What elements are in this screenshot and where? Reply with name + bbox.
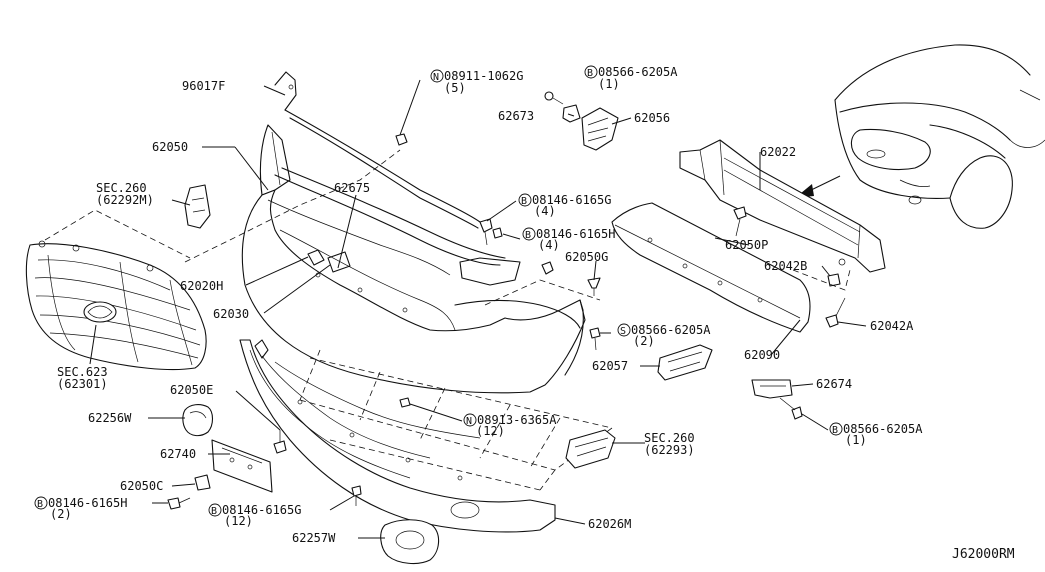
qty-08913: (12) <box>476 424 505 438</box>
callout-bolt-08146-bottom: B 08146-6165G (12) <box>208 503 301 528</box>
callout-screw-08566: S 08566-6205A (2) <box>617 323 711 348</box>
label-08566-6205A-top: 08566-6205A <box>598 65 678 79</box>
label-08146-6165G-bottom: 08146-6165G <box>222 503 301 517</box>
label-08566-6205A-right: 08566-6205A <box>843 422 923 436</box>
bracket-62057 <box>657 344 713 381</box>
label-sec260-b: SEC.260 <box>644 431 695 445</box>
part-labels: 96017F 62050 SEC.260 (62292M) 62675 6202… <box>34 65 1015 562</box>
leader-lines <box>89 79 867 539</box>
label-62674: 62674 <box>816 377 852 391</box>
nut-marker: N <box>433 72 439 83</box>
label-sec623: SEC.623 <box>57 365 108 379</box>
nut-08913 <box>399 397 411 408</box>
clip-62050G <box>587 277 601 296</box>
finisher-62257W <box>380 519 440 565</box>
label-sec260-a: SEC.260 <box>96 181 147 195</box>
label-08913-6365A: 08913-6365A <box>477 413 557 427</box>
screw-marker: S <box>620 326 626 337</box>
label-62022: 62022 <box>760 145 796 159</box>
label-62056: 62056 <box>634 111 670 125</box>
energy-absorber-62090 <box>611 202 811 333</box>
label-62257W: 62257W <box>292 531 336 545</box>
callout-bolt-08146-mid1: B 08146-6165G (4) <box>518 193 611 218</box>
finisher-62256W <box>182 404 214 437</box>
label-62050E: 62050E <box>170 383 213 397</box>
bolt-08146-center <box>479 218 554 275</box>
label-62256W: 62256W <box>88 411 132 425</box>
bolt-marker: B <box>525 230 531 241</box>
qty-08566-mid: (2) <box>633 334 655 348</box>
label-62090: 62090 <box>744 348 780 362</box>
qty-08566-right: (1) <box>845 433 867 447</box>
bolt-marker: B <box>587 68 593 79</box>
label-62050P: 62050P <box>725 238 768 252</box>
label-08911-1062G: 08911-1062G <box>444 69 523 83</box>
callout-bolt-08146-mid2: B 08146-6165H (4) <box>522 227 615 252</box>
label-62740: 62740 <box>160 447 196 461</box>
label-96017F: 96017F <box>182 79 225 93</box>
screw-08566 <box>589 327 601 351</box>
bolt-08566-right <box>779 397 803 420</box>
callout-bolt-08146-left: B 08146-6165H (2) <box>34 496 127 521</box>
clip-62050E <box>273 430 287 454</box>
label-08146-6165H-left: 08146-6165H <box>48 496 127 510</box>
bolt-marker: B <box>37 499 43 510</box>
bracket-62293 <box>565 429 616 469</box>
qty-08146-mid1: (4) <box>534 204 556 218</box>
label-62050C: 62050C <box>120 479 163 493</box>
bracket-62056 <box>581 107 619 151</box>
label-62673: 62673 <box>498 109 534 123</box>
diagram-id: J62000RM <box>952 547 1015 562</box>
bolt-62042A <box>825 297 846 328</box>
clip-62050C <box>194 474 211 491</box>
qty-08146-mid2: (4) <box>538 238 560 252</box>
label-62020H: 62020H <box>180 279 223 293</box>
callout-nut-08913: N 08913-6365A (12) <box>463 413 557 438</box>
callout-bolt-08566-right: B 08566-6205A (1) <box>829 422 923 447</box>
label-62050: 62050 <box>152 140 188 154</box>
clip-62673 <box>544 91 581 123</box>
retainer-96017F <box>274 71 481 229</box>
label-08146-6165G-mid: 08146-6165G <box>532 193 611 207</box>
label-62026M: 62026M <box>588 517 631 531</box>
nut-62042B <box>827 273 841 287</box>
qty-08911: (5) <box>444 81 466 95</box>
nut-08911 <box>395 133 408 146</box>
bolt-08146-left <box>167 497 191 510</box>
qty-08566-top: (1) <box>598 77 620 91</box>
label-08146-6165H-mid: 08146-6165H <box>536 227 615 241</box>
bracket-62674 <box>751 379 793 399</box>
label-62042B: 62042B <box>764 259 807 273</box>
label-62042A: 62042A <box>870 319 914 333</box>
grille-62301 <box>25 240 207 371</box>
label-62675: 62675 <box>334 181 370 195</box>
vehicle-front-view <box>834 44 1045 229</box>
label-sec623-sub: (62301) <box>57 377 108 391</box>
label-08566-6205A-mid: 08566-6205A <box>631 323 711 337</box>
label-62050G: 62050G <box>565 250 608 264</box>
qty-08146-bottom: (12) <box>224 514 253 528</box>
callout-bolt-08566-top: B 08566-6205A (1) <box>584 65 678 91</box>
bolt-marker: B <box>211 506 217 517</box>
plate-62740 <box>211 439 273 493</box>
bolt-marker: B <box>521 196 527 207</box>
callout-nut-08911: N 08911-1062G (5) <box>430 69 523 95</box>
lower-bumper-62026M <box>239 339 556 533</box>
nut-marker: N <box>466 416 472 427</box>
bumper-fascia-62050 <box>241 124 586 394</box>
bolt-marker: B <box>832 425 838 436</box>
label-sec260-b-sub: (62293) <box>644 443 695 457</box>
label-sec260-a-sub: (62292M) <box>96 193 154 207</box>
bracket-62292M <box>184 184 211 229</box>
clip-62050P <box>733 206 747 237</box>
label-62057: 62057 <box>592 359 628 373</box>
label-62030: 62030 <box>213 307 249 321</box>
bolt-08146-bottom <box>351 485 362 506</box>
qty-08146-left: (2) <box>50 507 72 521</box>
